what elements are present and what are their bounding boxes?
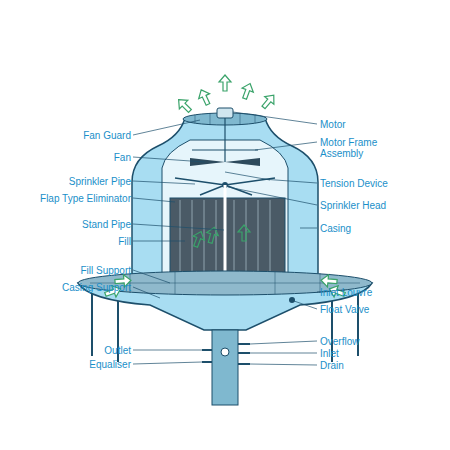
part-label: Drain	[320, 360, 420, 371]
sprinkler-pipe	[200, 185, 225, 195]
part-label: Overflow	[320, 336, 420, 347]
air-arrow	[174, 95, 194, 115]
leader-line	[133, 181, 195, 184]
air-arrow	[259, 91, 278, 111]
motor	[217, 108, 233, 118]
leader-line	[233, 112, 317, 124]
leader-line	[255, 142, 317, 150]
inlet-fitting	[238, 352, 250, 354]
part-label: Outlet	[21, 345, 131, 356]
part-label: Tension Device	[320, 178, 420, 189]
outlet-fitting	[202, 349, 212, 351]
part-label: Casing	[320, 223, 420, 234]
leader-line	[133, 350, 202, 351]
leader-line	[133, 287, 160, 298]
grid-line	[210, 113, 211, 125]
fill-line	[180, 200, 181, 278]
leader-line	[133, 270, 170, 283]
part-label: Fan	[21, 152, 131, 163]
leader-line	[250, 353, 317, 354]
air-arrow	[190, 229, 207, 248]
part-label: Inlet Louvre	[320, 287, 420, 298]
leg	[91, 290, 93, 356]
leader-line	[250, 364, 317, 365]
leader-line	[250, 341, 317, 344]
leader-line	[228, 187, 317, 205]
part-label: Fill	[21, 236, 131, 247]
grid-line	[240, 113, 241, 125]
part-label: Sprinkler Pipe	[21, 176, 131, 187]
leader-line	[294, 301, 317, 309]
motor-frame	[192, 118, 258, 162]
grid-line	[275, 272, 276, 294]
leader-line	[262, 179, 317, 183]
leader-lines	[133, 112, 345, 365]
outlet-pipe	[212, 330, 238, 405]
air-arrow	[196, 87, 214, 107]
grid-line	[175, 272, 176, 294]
overflow-fitting	[238, 343, 250, 345]
fill-line	[258, 200, 259, 278]
sprinkler-pipe	[225, 185, 252, 195]
part-label: Equaliser	[21, 359, 131, 370]
float-valve	[289, 297, 295, 303]
leader-line	[133, 198, 175, 202]
leader-line	[133, 362, 202, 364]
air-arrow	[238, 225, 250, 241]
part-label: Float Valve	[320, 304, 420, 315]
part-label: Sprinkler Head	[320, 200, 420, 211]
stand-pipe	[224, 185, 227, 285]
part-label: Stand Pipe	[21, 219, 131, 230]
drain-fitting	[238, 363, 250, 365]
pipe-flange	[221, 348, 229, 356]
inlet-arrows	[103, 274, 346, 300]
fill-line	[234, 200, 235, 278]
pipe-fittings	[202, 344, 250, 364]
sprinkler-pipe	[175, 178, 225, 185]
part-label: Fan Guard	[21, 130, 131, 141]
fill-line	[216, 200, 217, 278]
leader-line	[133, 120, 200, 135]
fan-blade	[190, 158, 225, 166]
air-arrow	[239, 81, 256, 100]
leader-line	[133, 224, 224, 230]
grid-line	[195, 115, 196, 123]
fill-pack	[170, 198, 285, 280]
leader-line	[300, 228, 317, 229]
part-label: Motor Frame Assembly	[320, 137, 382, 159]
fill-line	[192, 200, 193, 278]
air-arrow	[321, 274, 338, 287]
part-label: Casing Support	[21, 282, 131, 293]
part-label: Inlet	[320, 348, 420, 359]
frame-bar	[192, 149, 258, 150]
part-label: Flap Type Eliminator	[6, 193, 131, 204]
leader-line	[133, 241, 185, 242]
equaliser-fitting	[202, 361, 212, 363]
shaft	[224, 118, 225, 162]
grid-line	[255, 115, 256, 123]
air-arrow	[219, 75, 231, 91]
fill-line	[270, 200, 271, 278]
part-label: Motor	[320, 119, 410, 130]
leader-line	[133, 157, 205, 162]
fan-blade	[225, 158, 260, 166]
part-label: Fill Support	[21, 265, 131, 276]
